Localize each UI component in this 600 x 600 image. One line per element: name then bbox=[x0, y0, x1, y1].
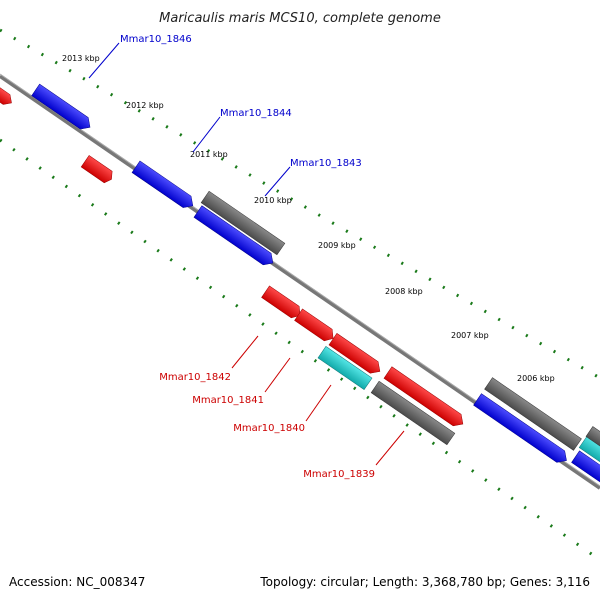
gene-cyan-edge[interactable] bbox=[578, 435, 600, 472]
gene-label[interactable]: Mmar10_1840 bbox=[233, 423, 305, 434]
gene-label[interactable]: Mmar10_1843 bbox=[290, 158, 362, 169]
outer-tick-track bbox=[0, 28, 600, 380]
gene-mmar10-1839[interactable] bbox=[370, 380, 456, 446]
gene-red-small[interactable] bbox=[80, 155, 115, 185]
tick-label: 2010 kbp bbox=[254, 196, 292, 205]
leader-lines bbox=[88, 42, 405, 466]
gene-label[interactable]: Mmar10_1841 bbox=[192, 395, 264, 406]
map-title: Maricaulis maris MCS10, complete genome bbox=[159, 11, 441, 26]
summary-text: Topology: circular; Length: 3,368,780 bp… bbox=[259, 575, 590, 589]
tick-label: 2006 kbp bbox=[517, 374, 555, 383]
tick-label: 2011 kbp bbox=[190, 150, 228, 159]
tick-label: 2008 kbp bbox=[385, 287, 423, 296]
gene-label[interactable]: Mmar10_1846 bbox=[120, 34, 192, 45]
tick-label: 2009 kbp bbox=[318, 241, 356, 250]
accession-text: Accession: NC_008347 bbox=[9, 575, 145, 589]
gene-gray-upper[interactable] bbox=[200, 190, 286, 256]
gene-mmar10-1844[interactable] bbox=[131, 160, 197, 212]
gene-mmar10-1846[interactable] bbox=[31, 83, 94, 133]
tick-label: 2007 kbp bbox=[451, 331, 489, 340]
gene-label[interactable]: Mmar10_1839 bbox=[303, 469, 375, 480]
gene-red-mid[interactable] bbox=[328, 333, 384, 377]
inner-tick-track bbox=[0, 138, 600, 562]
gene-label[interactable]: Mmar10_1842 bbox=[159, 372, 231, 383]
gene-mmar10-1842[interactable] bbox=[261, 285, 305, 321]
gene-blue-edge[interactable] bbox=[571, 450, 600, 488]
gene-mmar10-1841[interactable] bbox=[294, 308, 338, 344]
gene-mmar10-1840[interactable] bbox=[317, 346, 373, 390]
tick-label: 2013 kbp bbox=[62, 54, 100, 63]
gene-label[interactable]: Mmar10_1844 bbox=[220, 108, 292, 119]
tick-label: 2012 kbp bbox=[126, 101, 164, 110]
gene-gray-edge[interactable] bbox=[585, 426, 600, 449]
gene-blue-right[interactable] bbox=[473, 393, 571, 467]
gene-mmar10-1843[interactable] bbox=[193, 205, 277, 269]
gene-red-long[interactable] bbox=[383, 366, 467, 430]
gene-red-partial[interactable] bbox=[0, 78, 15, 108]
gene-gray-right[interactable] bbox=[484, 377, 582, 451]
